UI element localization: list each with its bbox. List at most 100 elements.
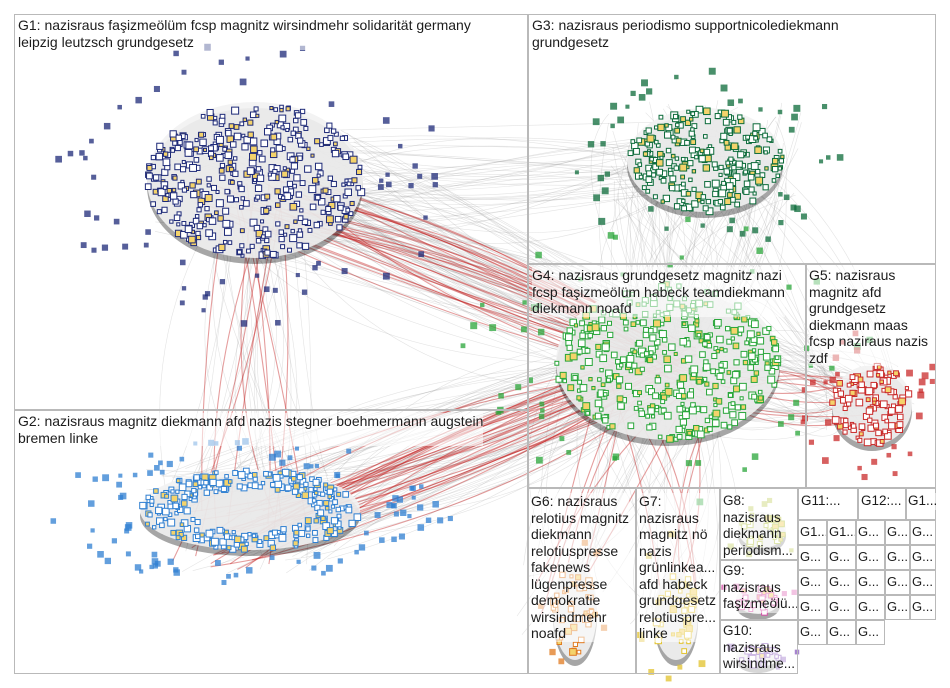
node [290,130,296,136]
peripheral-node [386,502,393,509]
node [198,131,205,138]
node [301,218,309,226]
peripheral-node [801,415,809,422]
node [879,439,885,444]
peripheral-node [729,217,735,224]
node [289,234,298,243]
node [239,243,245,249]
node [740,350,748,358]
node [348,519,356,528]
node [161,206,168,213]
node [208,217,217,225]
node [274,119,279,125]
node [689,117,694,122]
node [704,181,711,188]
node [714,319,722,327]
node [602,417,609,424]
peripheral-node [377,184,384,190]
peripheral-node [181,286,187,291]
node [579,320,585,327]
peripheral-node [94,215,100,221]
node [271,529,278,536]
node [573,323,579,328]
peripheral-node [795,430,800,436]
group-label-g6: G6: nazisraus relotius magnitz diekmann … [531,493,630,642]
node [325,215,334,224]
node [320,515,326,522]
node [704,381,710,387]
peripheral-node [382,117,390,124]
peripheral-node [810,379,816,386]
node [645,188,651,194]
peripheral-node [118,473,123,478]
peripheral-node [447,515,453,522]
node [665,147,672,154]
node [303,486,308,491]
node [609,423,616,430]
node [280,195,286,200]
peripheral-node [328,101,335,107]
node [690,365,699,374]
mini-group-panel [910,570,936,595]
node [227,240,233,245]
node [293,529,300,536]
node [324,505,330,511]
node [698,338,704,344]
node [775,173,781,179]
node [650,414,656,419]
peripheral-node [738,98,743,104]
node [176,222,181,227]
peripheral-node [835,371,840,377]
node [722,407,730,414]
node [653,338,661,346]
node [662,194,670,203]
node [599,407,604,412]
node [665,159,673,167]
node [758,395,764,401]
node [727,424,733,430]
node [639,366,645,372]
node [225,129,232,137]
mini-group-panel [798,595,827,620]
group-panel-g9 [720,560,798,620]
node [241,532,249,541]
node [199,138,207,147]
node [222,219,231,228]
peripheral-node [113,218,120,225]
node [307,227,313,233]
node [730,142,739,151]
node [194,519,201,526]
node [239,205,244,210]
peripheral-node [179,300,185,306]
node [645,127,652,134]
node [296,474,303,481]
node [268,172,277,181]
node [711,352,718,360]
node [170,494,179,503]
node [194,137,199,143]
node [333,141,338,147]
node [627,150,634,157]
group-label-g3: G3: nazisraus periodismo supportnicoledi… [532,17,839,50]
peripheral-node [535,251,542,259]
peripheral-node [233,572,239,578]
node [204,194,213,202]
node [846,382,852,388]
node [702,164,711,172]
node [777,148,783,154]
node [213,115,218,121]
node [680,401,685,406]
peripheral-node [527,377,533,384]
node [700,406,708,414]
peripheral-node [143,242,149,248]
node [719,346,724,352]
node [754,146,762,154]
node [620,356,627,364]
peripheral-node [539,401,545,407]
peripheral-node [301,289,308,295]
node [715,398,723,405]
peripheral-node [411,495,416,500]
node [282,166,287,171]
node [647,407,655,415]
peripheral-node [549,648,556,656]
